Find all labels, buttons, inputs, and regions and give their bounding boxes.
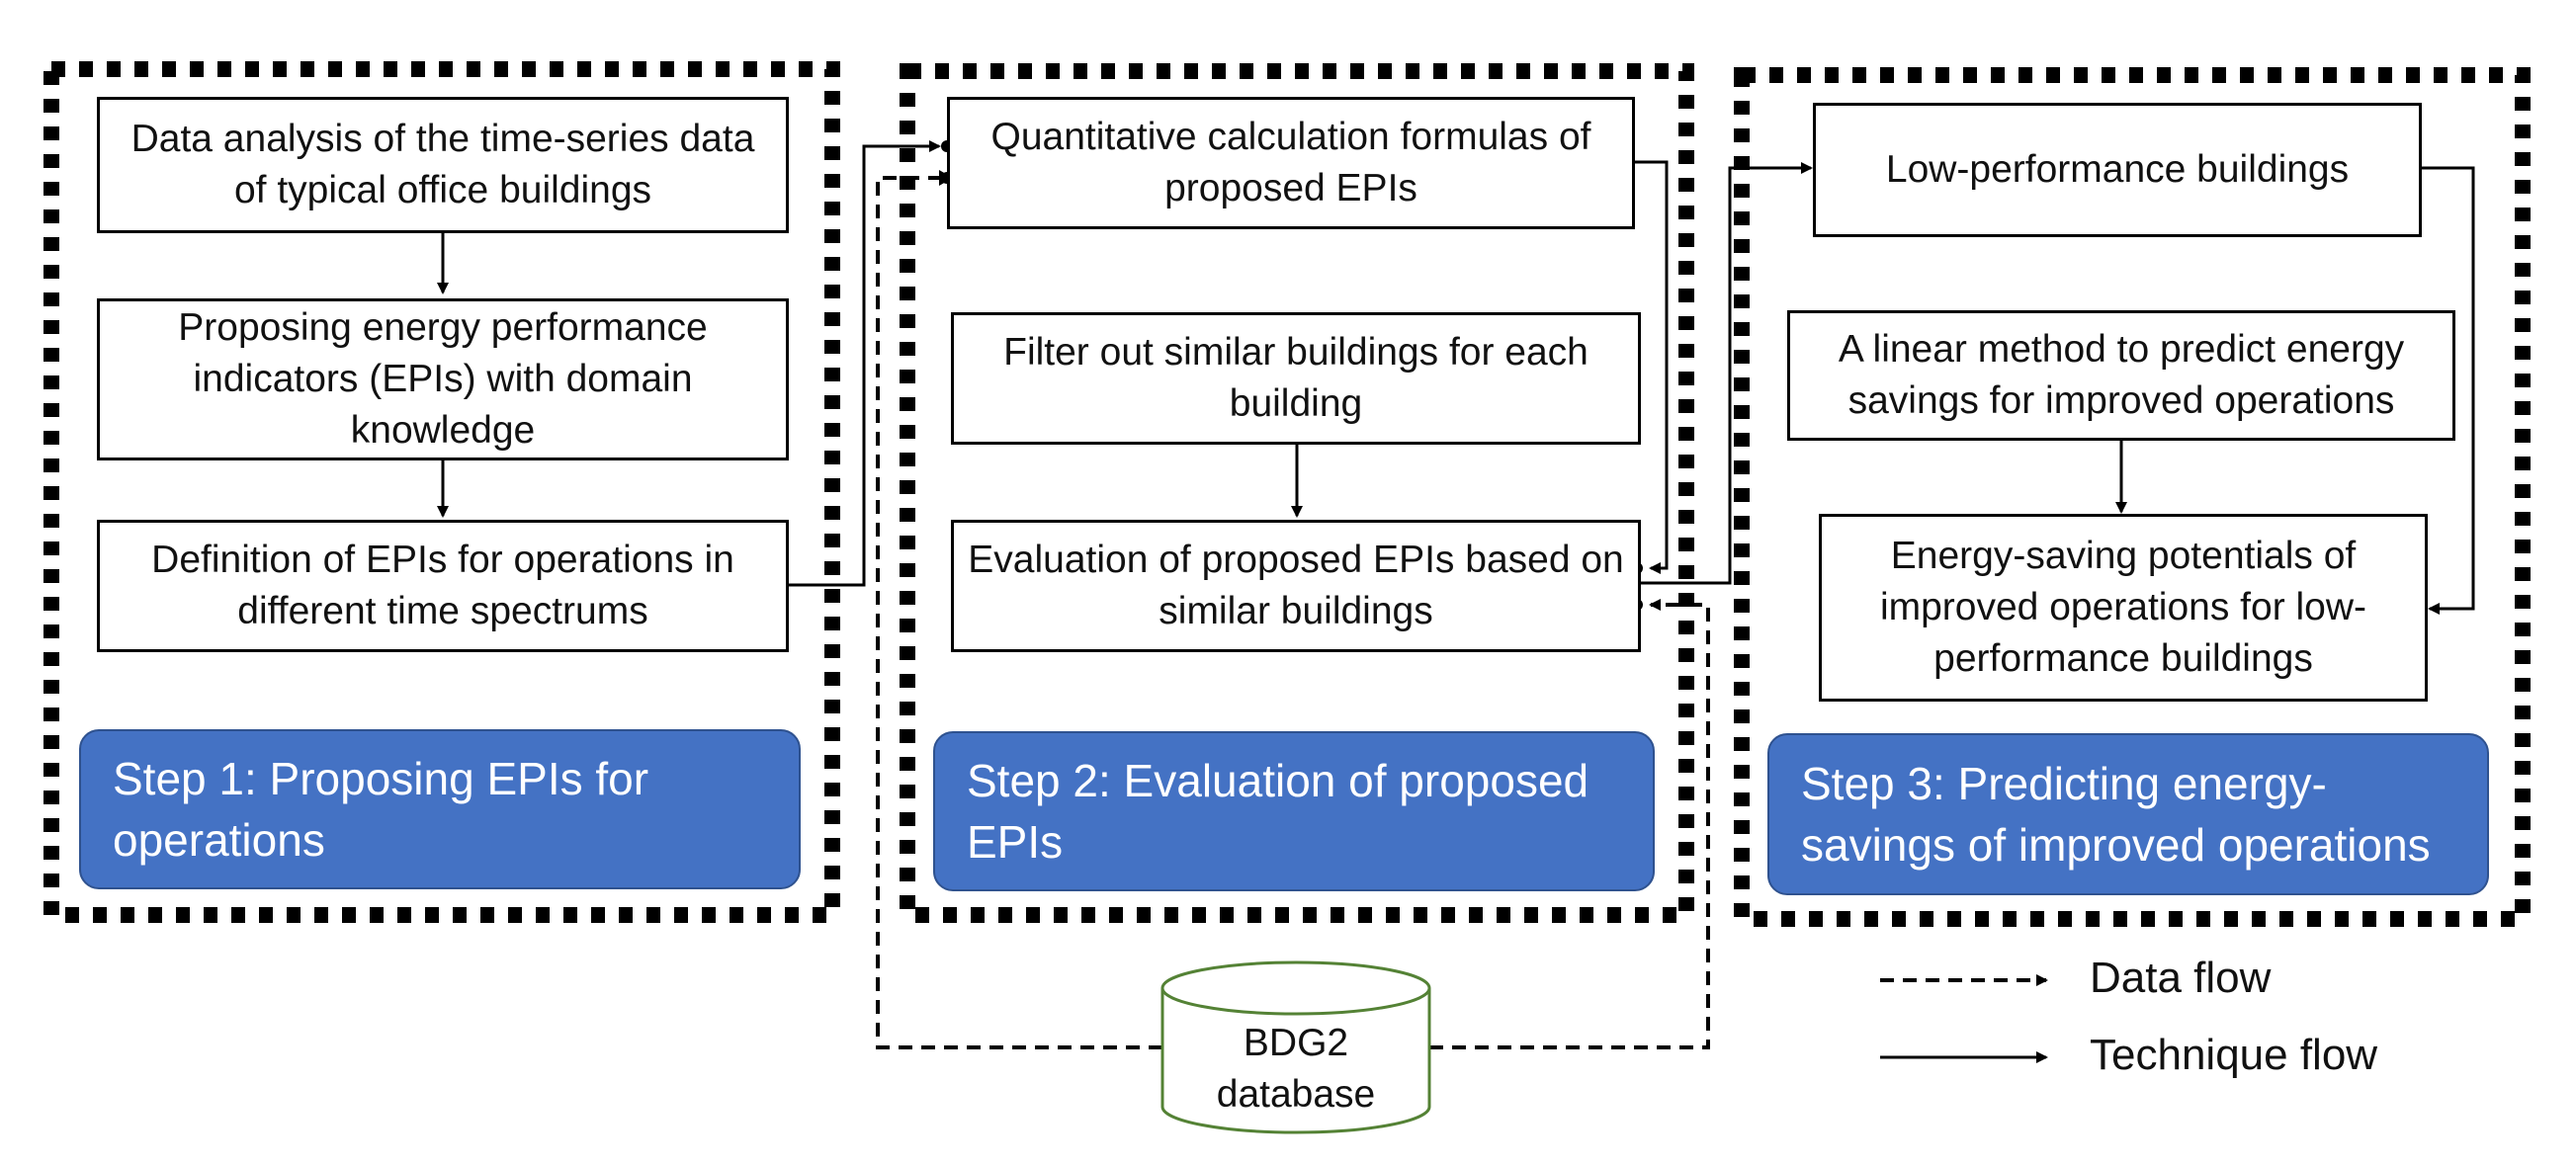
step2-box2-text: Filter out similar buildings for each bu… [1003, 331, 1589, 425]
step2-box-evaluation: Evaluation of proposed EPIs based on sim… [951, 520, 1641, 652]
database-label-line2: database [1216, 1073, 1376, 1116]
legend-technique-flow-label: Technique flow [2090, 1031, 2378, 1079]
step1-box-proposing-epis: Proposing energy performance indicators … [97, 298, 789, 460]
dataflow-db-to-s2box1 [876, 176, 1162, 1049]
step2-box3-text: Evaluation of proposed EPIs based on sim… [968, 539, 1624, 632]
step3-label-text: Step 3: Predicting energy-savings of imp… [1801, 758, 2431, 871]
step1-box-definition-epis: Definition of EPIs for operations in dif… [97, 520, 789, 652]
legend-data-flow-label: Data flow [2090, 954, 2272, 1002]
step2-box-calculation-formulas: Quantitative calculation formulas of pro… [947, 97, 1635, 229]
arrow-s2-to-s3 [1641, 162, 1813, 585]
step2-label: Step 2: Evaluation of proposed EPIs [933, 731, 1655, 891]
database-label-line1: BDG2 [1243, 1022, 1349, 1064]
step3-container [1734, 67, 2531, 927]
arrow-s2-box1-box3 [1635, 160, 1669, 574]
dataflow-db-to-s2box3 [1429, 599, 1710, 1049]
arrow-s1-to-s2 [789, 140, 941, 587]
step2-label-text: Step 2: Evaluation of proposed EPIs [967, 755, 1589, 868]
step3-box-linear-method: A linear method to predict energy saving… [1787, 310, 2455, 441]
step1-label: Step 1: Proposing EPIs for operations [79, 729, 801, 889]
step3-box3-text: Energy-saving potentials of improved ope… [1879, 535, 2367, 680]
step3-box2-text: A linear method to predict energy saving… [1838, 328, 2405, 422]
step2-container [900, 63, 1694, 923]
step2-box-filter-similar: Filter out similar buildings for each bu… [951, 312, 1641, 445]
step3-box-low-performance: Low-performance buildings [1813, 103, 2422, 237]
database-label: BDG2 database [1162, 1018, 1429, 1121]
step3-box-energy-saving-potentials: Energy-saving potentials of improved ope… [1819, 514, 2428, 702]
arrow-s3-box1-box3 [2422, 166, 2475, 615]
step1-box-data-analysis: Data analysis of the time-series data of… [97, 97, 789, 233]
step3-box1-text: Low-performance buildings [1885, 148, 2350, 191]
step3-label: Step 3: Predicting energy-savings of imp… [1767, 733, 2489, 895]
step1-container [43, 61, 840, 923]
step2-box1-text: Quantitative calculation formulas of pro… [990, 116, 1591, 209]
step1-box1-text: Data analysis of the time-series data of… [130, 118, 755, 211]
step1-box2-text: Proposing energy performance indicators … [178, 306, 708, 452]
database-cylinder [1160, 960, 1431, 1134]
step1-box3-text: Definition of EPIs for operations in dif… [151, 539, 734, 632]
step1-label-text: Step 1: Proposing EPIs for operations [113, 753, 649, 866]
